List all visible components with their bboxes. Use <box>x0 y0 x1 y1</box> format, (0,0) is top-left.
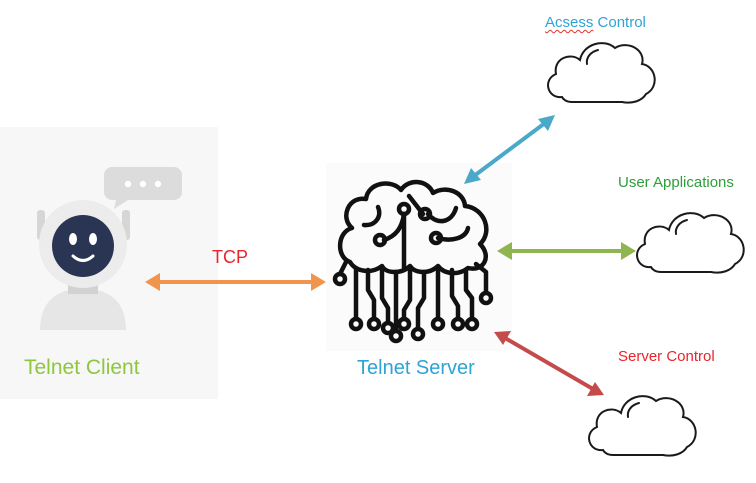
user-applications-label: User Applications <box>618 174 734 191</box>
server-control-label: Server Control <box>618 348 715 365</box>
robot-chat-icon <box>37 167 182 330</box>
server-control-arrow <box>494 331 604 396</box>
access-control-label: Acsess Control <box>545 14 646 31</box>
user-applications-arrow <box>497 242 636 260</box>
cloud-icon <box>588 395 697 457</box>
server-label: Telnet Server <box>357 357 475 379</box>
tcp-label: TCP <box>212 247 248 267</box>
tcp-arrow <box>145 273 326 291</box>
access-control-arrow <box>464 115 555 184</box>
cloud-icon <box>547 42 656 104</box>
access-control-label-rest: Control <box>593 14 646 31</box>
cloud-icon <box>636 212 745 274</box>
client-label: Telnet Client <box>24 356 140 379</box>
brain-circuit-icon <box>332 179 494 344</box>
access-control-label-first-word: Acsess <box>545 14 594 31</box>
